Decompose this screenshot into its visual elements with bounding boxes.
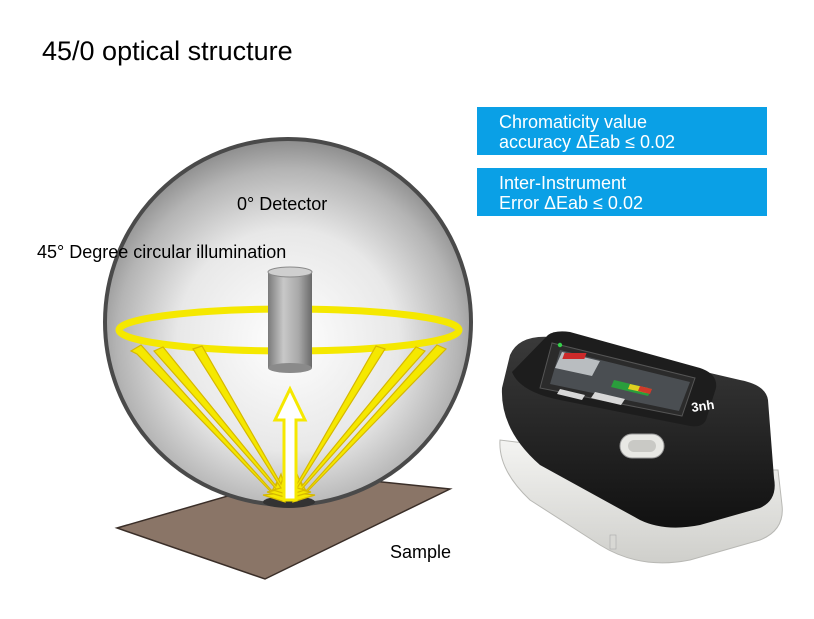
detector-cylinder — [267, 266, 313, 373]
device-brand-logo: 3nh — [690, 397, 715, 415]
detector-arrow — [272, 385, 308, 502]
detector-label: 0° Detector — [237, 194, 328, 214]
spec-line: accuracy ΔEab ≤ 0.02 — [499, 132, 675, 152]
spec-line: Error ΔEab ≤ 0.02 — [499, 193, 643, 213]
spec-line: Inter-Instrument — [499, 173, 627, 193]
spec-box-accuracy: Chromaticity value accuracy ΔEab ≤ 0.02 — [477, 107, 767, 155]
spec-line: Chromaticity value — [499, 112, 648, 132]
sample-label: Sample — [390, 542, 452, 562]
illumination-label: 45° Degree circular illumination — [37, 242, 287, 262]
illumination-arrows — [129, 344, 448, 503]
device-screen — [539, 342, 696, 417]
page-title: 45/0 optical structure — [42, 36, 293, 66]
colorimeter-device — [499, 331, 783, 564]
spec-box-inter-instrument: Inter-Instrument Error ΔEab ≤ 0.02 — [477, 168, 767, 216]
